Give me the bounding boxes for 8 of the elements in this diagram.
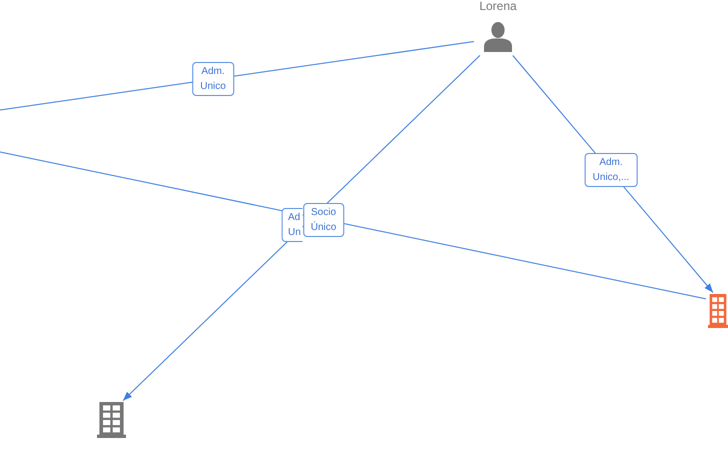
connector-line <box>0 41 474 110</box>
edge-label: Adm. Unico <box>192 62 234 96</box>
edge-label: Ad Un <box>282 208 303 242</box>
connector-line <box>0 152 706 300</box>
arrow <box>122 54 480 402</box>
edge-label: Socio Único <box>302 203 344 237</box>
person-name: Lorena <box>479 0 517 12</box>
edge-label: Adm. Unico,... <box>584 153 638 187</box>
